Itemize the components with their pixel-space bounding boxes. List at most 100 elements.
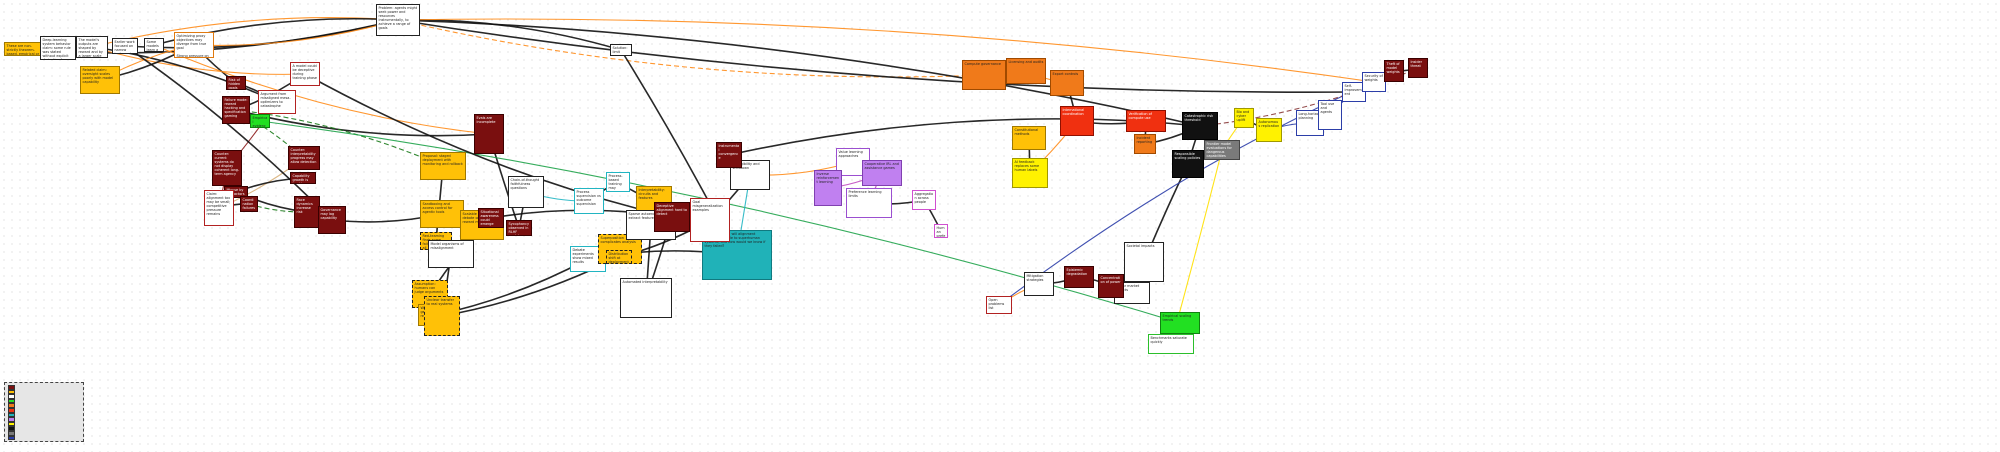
legend-item (8, 417, 80, 422)
diagram-node-n60[interactable]: Verification of compute use (1126, 110, 1166, 132)
diagram-node-n11[interactable]: Argument from misaligned mesa-optimizers… (258, 90, 296, 114)
diagram-node-n56[interactable]: Compute governance (962, 60, 1006, 90)
legend-swatch (8, 412, 15, 418)
diagram-node-n12[interactable]: Related claim: oversight scales poorly w… (80, 66, 120, 94)
legend-item (8, 407, 80, 413)
legend-swatch (8, 385, 15, 390)
diagram-node-n23[interactable]: Evals are incomplete (474, 114, 504, 154)
diagram-node-n25[interactable]: Sandboxing and access control for agenti… (420, 200, 464, 228)
legend-item (8, 430, 80, 436)
legend-swatch (8, 394, 15, 399)
diagram-node-n10[interactable]: Risk of hidden goals (226, 76, 246, 90)
diagram-node-n64[interactable]: Frontier model evaluations for dangerous… (1204, 140, 1240, 160)
diagram-node-n52[interactable]: Human preferences are inconsistent (934, 224, 948, 238)
diagram-node-n30[interactable]: Model organisms of misalignment (428, 240, 474, 268)
diagram-node-n9[interactable]: A model could be deceptive during traini… (290, 62, 320, 86)
diagram-node-n6[interactable]: Optimizing proxy objectives may diverge … (174, 32, 214, 58)
diagram-node-n32[interactable]: Situational awareness could emerge (478, 208, 504, 228)
diagram-node-n80[interactable]: Open problems list (986, 296, 1012, 314)
edge-n4-n22 (124, 45, 333, 221)
diagram-node-n20[interactable]: Coordination failures among labs (240, 196, 258, 212)
legend-swatch (8, 398, 15, 404)
diagram-node-n43[interactable]: Deceptive alignment hard to detect (654, 202, 690, 232)
diagram-node-n19[interactable]: Claim: alignment tax may be small; compe… (204, 190, 234, 226)
legend-swatch (8, 417, 15, 422)
diagram-node-n70[interactable]: Security of weights (1362, 72, 1386, 92)
diagram-node-n54[interactable]: Constitutional methods (1012, 126, 1046, 150)
diagram-node-n63[interactable]: Responsible scaling policies (1172, 150, 1204, 178)
diagram-node-n62[interactable]: Catastrophic risk threshold (1182, 112, 1218, 140)
diagram-node-n31[interactable]: Unclear transfer to real systems (424, 296, 460, 336)
diagram-node-n53[interactable]: Aggregation across people (912, 190, 936, 210)
diagram-node-n4[interactable]: Earlier work focused on narrow tasks and… (112, 38, 138, 54)
legend-swatch (8, 426, 15, 431)
diagram-node-n15[interactable]: Counter: current systems do not display … (212, 150, 242, 186)
diagram-node-n36[interactable]: Process-based training may improve trans… (606, 172, 630, 192)
edge-n7-n56 (397, 19, 985, 78)
diagram-node-n13[interactable]: Failure mode: reward hacking and specifi… (222, 96, 250, 124)
legend-swatch (8, 403, 15, 408)
diagram-node-n46[interactable]: Corrigibility and shutdown (730, 160, 770, 190)
diagram-node-n47[interactable]: Instrumental convergence (716, 142, 742, 168)
legend-swatch (8, 407, 15, 413)
legend-item (8, 394, 80, 399)
edge-n7-n70 (397, 18, 1375, 83)
diagram-node-n79[interactable]: Mitigation strategies (1024, 272, 1054, 296)
diagram-node-n8[interactable]: Solution: limit scope (610, 44, 632, 56)
diagram-node-n34[interactable]: Chain-of-thought faithfulness questions (508, 176, 544, 208)
diagram-node-n65[interactable]: Bio and cyber uplift (1234, 108, 1254, 128)
diagram-node-n71[interactable]: Theft of model weights (1384, 60, 1404, 82)
legend-item (8, 412, 80, 418)
legend-item (8, 435, 80, 441)
diagram-node-n5[interactable]: Some models learn a generic value (144, 38, 164, 52)
diagram-node-n16[interactable]: Counter: interpretability progress may a… (288, 146, 320, 170)
diagram-node-n24[interactable]: Proposal: staged deployment with monitor… (420, 152, 466, 180)
legend-item (8, 389, 80, 395)
diagram-node-n45[interactable]: Distribution shift at deployment (606, 250, 632, 264)
diagram-node-n33[interactable]: Sycophancy observed in RLHF models (506, 220, 532, 236)
diagram-node-n22[interactable]: Governance may lag capability (318, 206, 346, 234)
diagram-node-n66[interactable]: Autonomous replication (1256, 118, 1282, 142)
legend-swatch (8, 430, 15, 436)
diagram-node-n7[interactable]: Problem: agents might seek power and res… (376, 4, 420, 36)
legend (4, 382, 84, 442)
diagram-node-n73[interactable]: Empirical scaling trends (1160, 312, 1200, 334)
diagram-node-n1[interactable]: These are non-strictly theorem-based, em… (4, 42, 42, 56)
legend-swatch (8, 435, 15, 441)
diagram-node-n77[interactable]: Concentration of power (1098, 274, 1124, 298)
legend-swatch (8, 389, 15, 395)
diagram-node-n42[interactable]: Automated interpretability (620, 278, 672, 318)
diagram-node-n17[interactable]: Capability growth is hard to forecast (290, 172, 316, 184)
diagram-node-n3[interactable]: The model's outputs are shaped by reward… (76, 36, 108, 58)
diagram-node-n44[interactable]: Goal misgeneralization examples (690, 198, 730, 242)
diagram-node-n35[interactable]: Process supervision vs outcome supervisi… (574, 188, 604, 214)
diagram-node-n51[interactable]: Preference learning limits (846, 188, 892, 218)
diagram-node-n50[interactable]: Cooperative IRL and assistance games (862, 160, 902, 186)
diagram-node-n14[interactable]: Empirical evidence (250, 114, 270, 128)
diagram-node-n58[interactable]: Export controls (1050, 70, 1084, 96)
diagram-node-n69[interactable]: Self-improvement (1342, 82, 1366, 102)
diagram-node-n74[interactable]: Benchmarks saturate quickly (1148, 334, 1194, 354)
legend-item (8, 385, 80, 390)
legend-rows (8, 385, 80, 441)
edge-n5-n23 (153, 44, 490, 135)
diagram-node-n57[interactable]: Licensing and audits (1006, 58, 1046, 84)
edge-n7-n69 (397, 19, 1355, 93)
diagram-node-n78[interactable]: Epistemic degradation (1064, 266, 1094, 288)
edge-n7-n6 (193, 19, 399, 46)
diagram-node-n55[interactable]: AI feedback replaces some human labels (1012, 158, 1048, 188)
diagram-node-n68[interactable]: Tool use and agents (1318, 100, 1342, 130)
legend-item (8, 398, 80, 404)
diagram-node-n59[interactable]: International coordination (1060, 106, 1094, 136)
diagram-node-n75[interactable]: Societal impacts (1124, 242, 1164, 282)
diagram-node-n72[interactable]: Insider threat (1408, 58, 1428, 78)
edge-n9-n43 (304, 73, 673, 218)
diagram-node-n2[interactable]: Deep-learning system behavior claim: som… (40, 36, 76, 60)
diagram-node-n61[interactable]: Incident reporting (1134, 134, 1156, 154)
legend-item (8, 426, 80, 431)
legend-item (8, 421, 80, 427)
diagram-node-n21[interactable]: Race dynamics increase risk (294, 196, 320, 228)
diagram-node-n49[interactable]: Inverse reinforcement learning (814, 170, 842, 206)
